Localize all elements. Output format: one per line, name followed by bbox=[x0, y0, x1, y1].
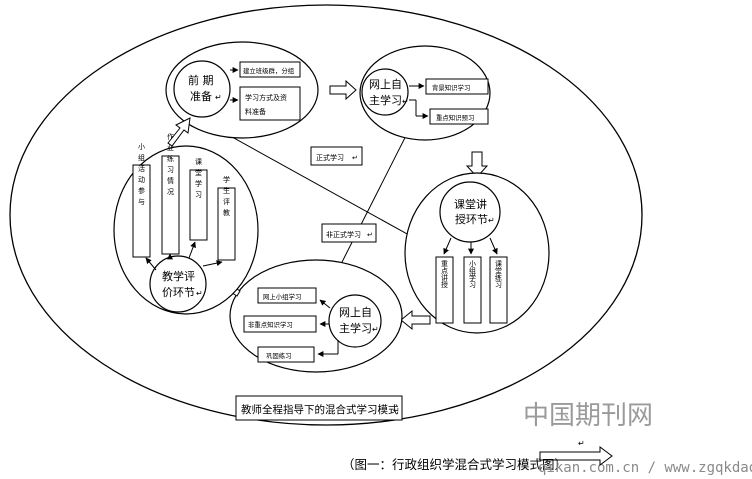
classroom-title-line1: 课堂讲 bbox=[454, 197, 487, 211]
online-post-arrow-1 bbox=[319, 299, 331, 309]
block-arrow-online-to-class bbox=[465, 151, 489, 178]
eval-item-box-1 bbox=[132, 164, 151, 258]
formal-label: 正式学习 bbox=[316, 153, 344, 162]
classroom-title-circle bbox=[439, 181, 501, 243]
figure-caption: （图一：行政组织学混合式学习模式图） bbox=[342, 457, 567, 472]
online-pre-item-1: 背景知识学习 bbox=[432, 83, 470, 92]
block-arrow-class-to-online bbox=[400, 309, 431, 331]
online-pre-item-box-2 bbox=[429, 108, 489, 125]
prep-item-2b: 料准备 bbox=[245, 107, 266, 116]
diagonal-line-1 bbox=[204, 121, 419, 241]
eval-item-box-3 bbox=[189, 169, 208, 241]
online-pre-title-line2: 主学习 bbox=[369, 93, 402, 107]
block-arrow-prep-to-online bbox=[329, 79, 357, 101]
online-post-title-line2: 主学习 bbox=[339, 321, 372, 335]
eval-title-line2: 价环节 bbox=[162, 286, 195, 299]
eval-title-line1: 教学评 bbox=[162, 269, 195, 283]
online-pre-item-2: 重点知识预习 bbox=[436, 113, 474, 122]
prep-title-circle bbox=[173, 60, 231, 118]
block-arrow-eval-to-prep bbox=[167, 117, 191, 147]
classroom-item-box-2 bbox=[463, 256, 482, 324]
mode-caption-mark: ↵ bbox=[393, 406, 400, 415]
online-post-item-box-2 bbox=[243, 315, 317, 333]
outer-ellipse bbox=[9, 4, 643, 426]
informal-label-mark: ↵ bbox=[367, 231, 373, 239]
watermark-url: qikan.com.cn / www.zgqkdaquan.com bbox=[538, 460, 752, 476]
eval-item-2: 作业练习情况 bbox=[167, 132, 175, 199]
mode-caption-box bbox=[235, 395, 403, 421]
formal-label-mark: ↵ bbox=[352, 154, 358, 162]
formal-label-box bbox=[310, 146, 363, 166]
eval-item-1: 小组活动参与 bbox=[138, 142, 146, 209]
online-pre-title-line1: 网上自 bbox=[369, 78, 402, 91]
eval-title-mark: ↵ bbox=[196, 289, 203, 298]
classroom-item-3: 课堂练习 bbox=[495, 259, 503, 289]
watermark-cn: 中国期刊网 bbox=[523, 401, 653, 431]
online-pre-title-mark: ↵ bbox=[402, 97, 409, 106]
online-pre-title-circle bbox=[361, 68, 409, 116]
online-post-item-1: 网上小组学习 bbox=[263, 292, 301, 301]
classroom-arrow-1 bbox=[443, 237, 452, 255]
informal-label-box bbox=[321, 223, 377, 243]
prep-title-line2: 准备 bbox=[190, 89, 212, 103]
eval-item-4: 学生评教 bbox=[223, 175, 231, 220]
classroom-title-line2: 授环节 bbox=[455, 212, 488, 226]
classroom-item-1: 重点讲授 bbox=[441, 260, 449, 289]
online-post-title-line1: 网上自 bbox=[339, 306, 372, 319]
online-pre-item-box-1 bbox=[425, 78, 489, 95]
prep-item-box-1 bbox=[239, 61, 301, 78]
online-post-item-2: 非重点知识学习 bbox=[248, 320, 293, 329]
caption-overlay-arrow bbox=[539, 446, 613, 466]
classroom-arrow-3 bbox=[489, 237, 498, 255]
prep-title-mark: ↵ bbox=[215, 93, 222, 102]
eval-arrow-1 bbox=[145, 257, 157, 271]
classroom-item-2: 小组学习 bbox=[469, 259, 477, 289]
eval-item-box-4 bbox=[217, 187, 236, 261]
online-post-title-mark: ↵ bbox=[372, 325, 379, 334]
prep-title-line1: 前 期 bbox=[188, 73, 214, 87]
classroom-item-box-1 bbox=[435, 256, 454, 324]
prep-item-box-2 bbox=[239, 86, 301, 121]
classroom-title-mark: ↵ bbox=[488, 216, 495, 225]
mode-caption: 教师全程指导下的混合式学习模式 bbox=[241, 403, 399, 416]
eval-item-box-2 bbox=[161, 155, 180, 255]
eval-arrow-4 bbox=[202, 260, 223, 267]
eval-arrow-3 bbox=[188, 241, 196, 259]
figure-caption-mark: ↵ bbox=[578, 439, 585, 448]
prep-item-2a: 学习方式及资 bbox=[245, 93, 287, 102]
eval-title-circle bbox=[149, 255, 207, 313]
online-post-item-3: 巩固练习 bbox=[266, 351, 292, 360]
classroom-item-box-3 bbox=[489, 256, 508, 324]
online-post-title-circle bbox=[328, 294, 382, 348]
online-post-item-box-1 bbox=[257, 287, 317, 304]
informal-label: 非正式学习 bbox=[326, 230, 361, 239]
eval-item-3: 课堂学习 bbox=[195, 157, 203, 202]
prep-item-1: 建立班级群，分组 bbox=[243, 66, 295, 75]
online-post-item-box-3 bbox=[257, 346, 315, 363]
